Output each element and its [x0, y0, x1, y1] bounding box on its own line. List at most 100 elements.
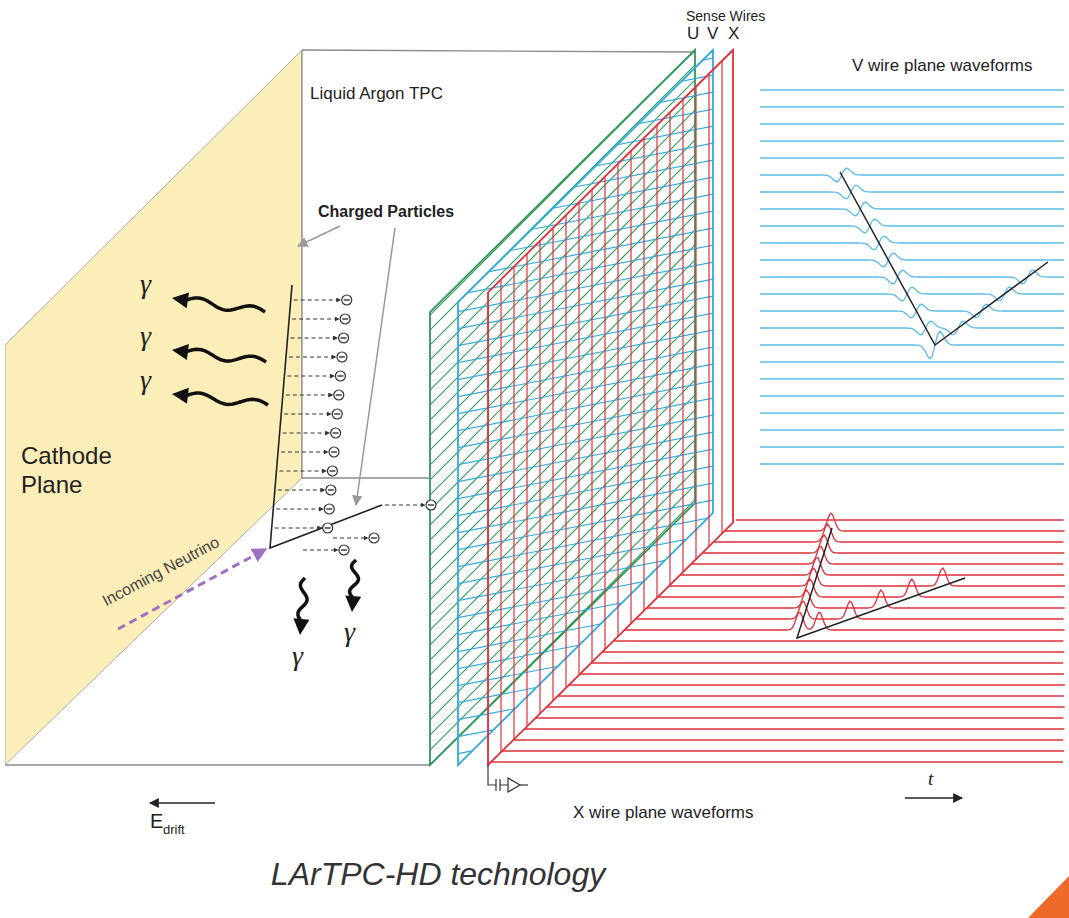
- electron-symbol: [334, 390, 344, 400]
- gamma-symbol: γ: [140, 364, 151, 396]
- drift-path: [385, 505, 425, 506]
- time-arrow: [905, 797, 962, 798]
- drift-path: [284, 414, 331, 415]
- v-waveform: [760, 123, 1064, 124]
- field-subscript: drift: [163, 823, 185, 838]
- v-waveform: [760, 304, 1064, 318]
- drift-path: [287, 376, 334, 377]
- x-waveform: [513, 739, 1063, 740]
- pointer-line: [356, 228, 395, 505]
- v-waveform: [760, 395, 1064, 396]
- x-waveform: [636, 601, 1064, 619]
- electron-symbol: [329, 447, 339, 457]
- v-waveform: [760, 412, 1064, 413]
- drift-path: [333, 538, 368, 539]
- x-waveform: [647, 590, 1065, 608]
- x-waveform: [725, 513, 1065, 531]
- v-waveform: [760, 446, 1064, 447]
- v-track-fit: [840, 172, 1048, 345]
- drift-path: [291, 338, 338, 339]
- gamma-symbol: γ: [292, 640, 303, 672]
- v-waveform: [760, 253, 1064, 266]
- x-waveform: [502, 750, 1064, 751]
- corner-accent: [1028, 876, 1069, 918]
- drift-path: [286, 395, 333, 396]
- v-waveform: [760, 236, 1064, 250]
- electron-symbol: [339, 333, 349, 343]
- particle-track: [270, 285, 382, 548]
- electron-symbol: [327, 466, 337, 476]
- region-label: Liquid Argon TPC: [310, 84, 443, 104]
- tpc-edge: [5, 764, 430, 765]
- gamma-symbol: γ: [140, 268, 151, 300]
- cathode-plane: Cathode Plane: [5, 50, 302, 765]
- figure-caption: LArTPC-HD technology: [0, 856, 876, 893]
- x-waveform: [736, 519, 1064, 520]
- v-waveform: [760, 106, 1064, 107]
- electron-symbol: [337, 352, 347, 362]
- plane-frame: [458, 50, 713, 765]
- x-waveform: [691, 546, 1063, 564]
- panel-label: V wire plane waveforms: [852, 56, 1032, 76]
- pointer-label: Charged Particles: [318, 203, 454, 221]
- drift-path: [283, 433, 330, 434]
- v-waveform: [760, 185, 1064, 199]
- x-waveform: [702, 535, 1064, 553]
- drift-path: [303, 550, 338, 551]
- electron-symbol: [340, 314, 350, 324]
- v-waveform: [760, 168, 1064, 181]
- v-waveform: [760, 378, 1064, 379]
- pointer-line: [298, 226, 340, 246]
- drift-path: [275, 528, 322, 529]
- plane-name: X: [728, 24, 739, 44]
- group-label: Sense Wires: [686, 8, 765, 24]
- electron-symbol: [342, 295, 352, 305]
- plane-frame: [488, 50, 733, 765]
- x-waveform: [536, 717, 1064, 718]
- x-wire-plane: [488, 0, 722, 800]
- x-waveform: [613, 640, 1063, 641]
- v-wire-plane: [400, 0, 760, 918]
- plane-label: Cathode Plane: [21, 442, 151, 500]
- amplifier-symbol: [488, 765, 528, 792]
- electron-symbol: [332, 409, 342, 419]
- x-waveform: [591, 662, 1063, 663]
- v-waveform: [760, 287, 1064, 301]
- v-waveform: [760, 270, 1064, 284]
- v-waveform: [760, 157, 1064, 158]
- x-waveform: [491, 761, 1063, 762]
- drift-path: [281, 452, 328, 453]
- x-waveform: [524, 728, 1064, 729]
- x-waveform: [569, 684, 1065, 685]
- gamma-arrow: [172, 344, 266, 362]
- x-waveform: [558, 695, 1064, 696]
- v-waveform: [760, 331, 1064, 358]
- electron-symbol: [324, 504, 334, 514]
- v-waveform: [760, 140, 1064, 141]
- field-label: E: [150, 810, 163, 833]
- v-waveform: [760, 89, 1064, 90]
- v-waveform: [760, 361, 1064, 362]
- field-arrow: [150, 802, 215, 803]
- plane-name: V: [707, 24, 718, 44]
- drift-path: [294, 300, 341, 301]
- gamma-arrow: [172, 292, 265, 312]
- x-waveform: [602, 651, 1064, 652]
- gamma-arrow: [172, 388, 268, 405]
- plane-name: U: [687, 24, 699, 44]
- gamma-symbol: γ: [344, 616, 355, 648]
- drift-path: [289, 357, 336, 358]
- x-waveform: [658, 579, 1064, 597]
- gamma-arrow: [293, 578, 309, 635]
- plane-frame: [430, 50, 695, 765]
- drift-path: [276, 509, 323, 510]
- electron-symbol: [323, 523, 333, 533]
- v-waveform: [760, 429, 1064, 430]
- u-wire-plane: [0, 0, 1069, 800]
- v-waveform: [760, 219, 1064, 232]
- drift-path: [278, 490, 325, 491]
- drift-path: [292, 319, 339, 320]
- electron-symbol: [369, 533, 379, 543]
